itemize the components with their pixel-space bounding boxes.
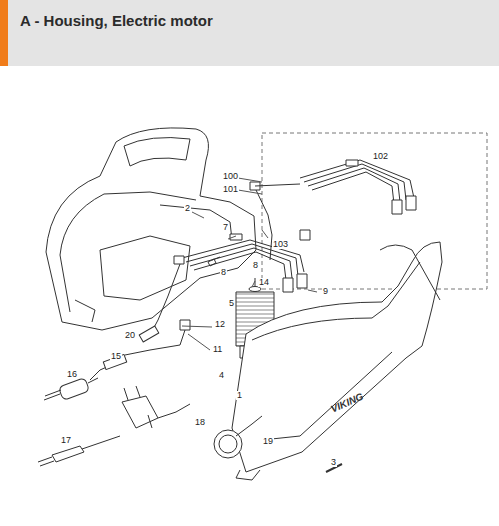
- callout-number: 5: [228, 299, 235, 308]
- callout-number: 4: [218, 371, 225, 380]
- callout-number: 17: [60, 436, 72, 445]
- header-band: [0, 0, 499, 66]
- header-accent: [0, 0, 8, 66]
- callout-number: 8: [220, 268, 227, 277]
- callout-number: 9: [322, 287, 329, 296]
- callout-number: 3: [330, 458, 337, 467]
- callout-number: 101: [222, 185, 239, 194]
- callout-number: 18: [194, 418, 206, 427]
- callout-number: 20: [124, 331, 136, 340]
- callout-number: 11: [212, 345, 223, 354]
- callout-number: 7: [222, 223, 229, 232]
- callout-number: 15: [110, 352, 122, 361]
- callout-number: 2: [184, 204, 191, 213]
- callout-number: 103: [272, 240, 289, 249]
- callout-number: 102: [372, 152, 389, 161]
- callout-number: 19: [262, 437, 274, 446]
- callout-number: 16: [66, 370, 78, 379]
- callout-number: 12: [214, 320, 226, 329]
- callout-number: 1: [236, 391, 243, 400]
- callout-number: 14: [258, 278, 270, 287]
- callout-number: 8: [252, 261, 259, 270]
- page-title: A - Housing, Electric motor: [20, 12, 213, 29]
- callout-number: 100: [222, 172, 239, 181]
